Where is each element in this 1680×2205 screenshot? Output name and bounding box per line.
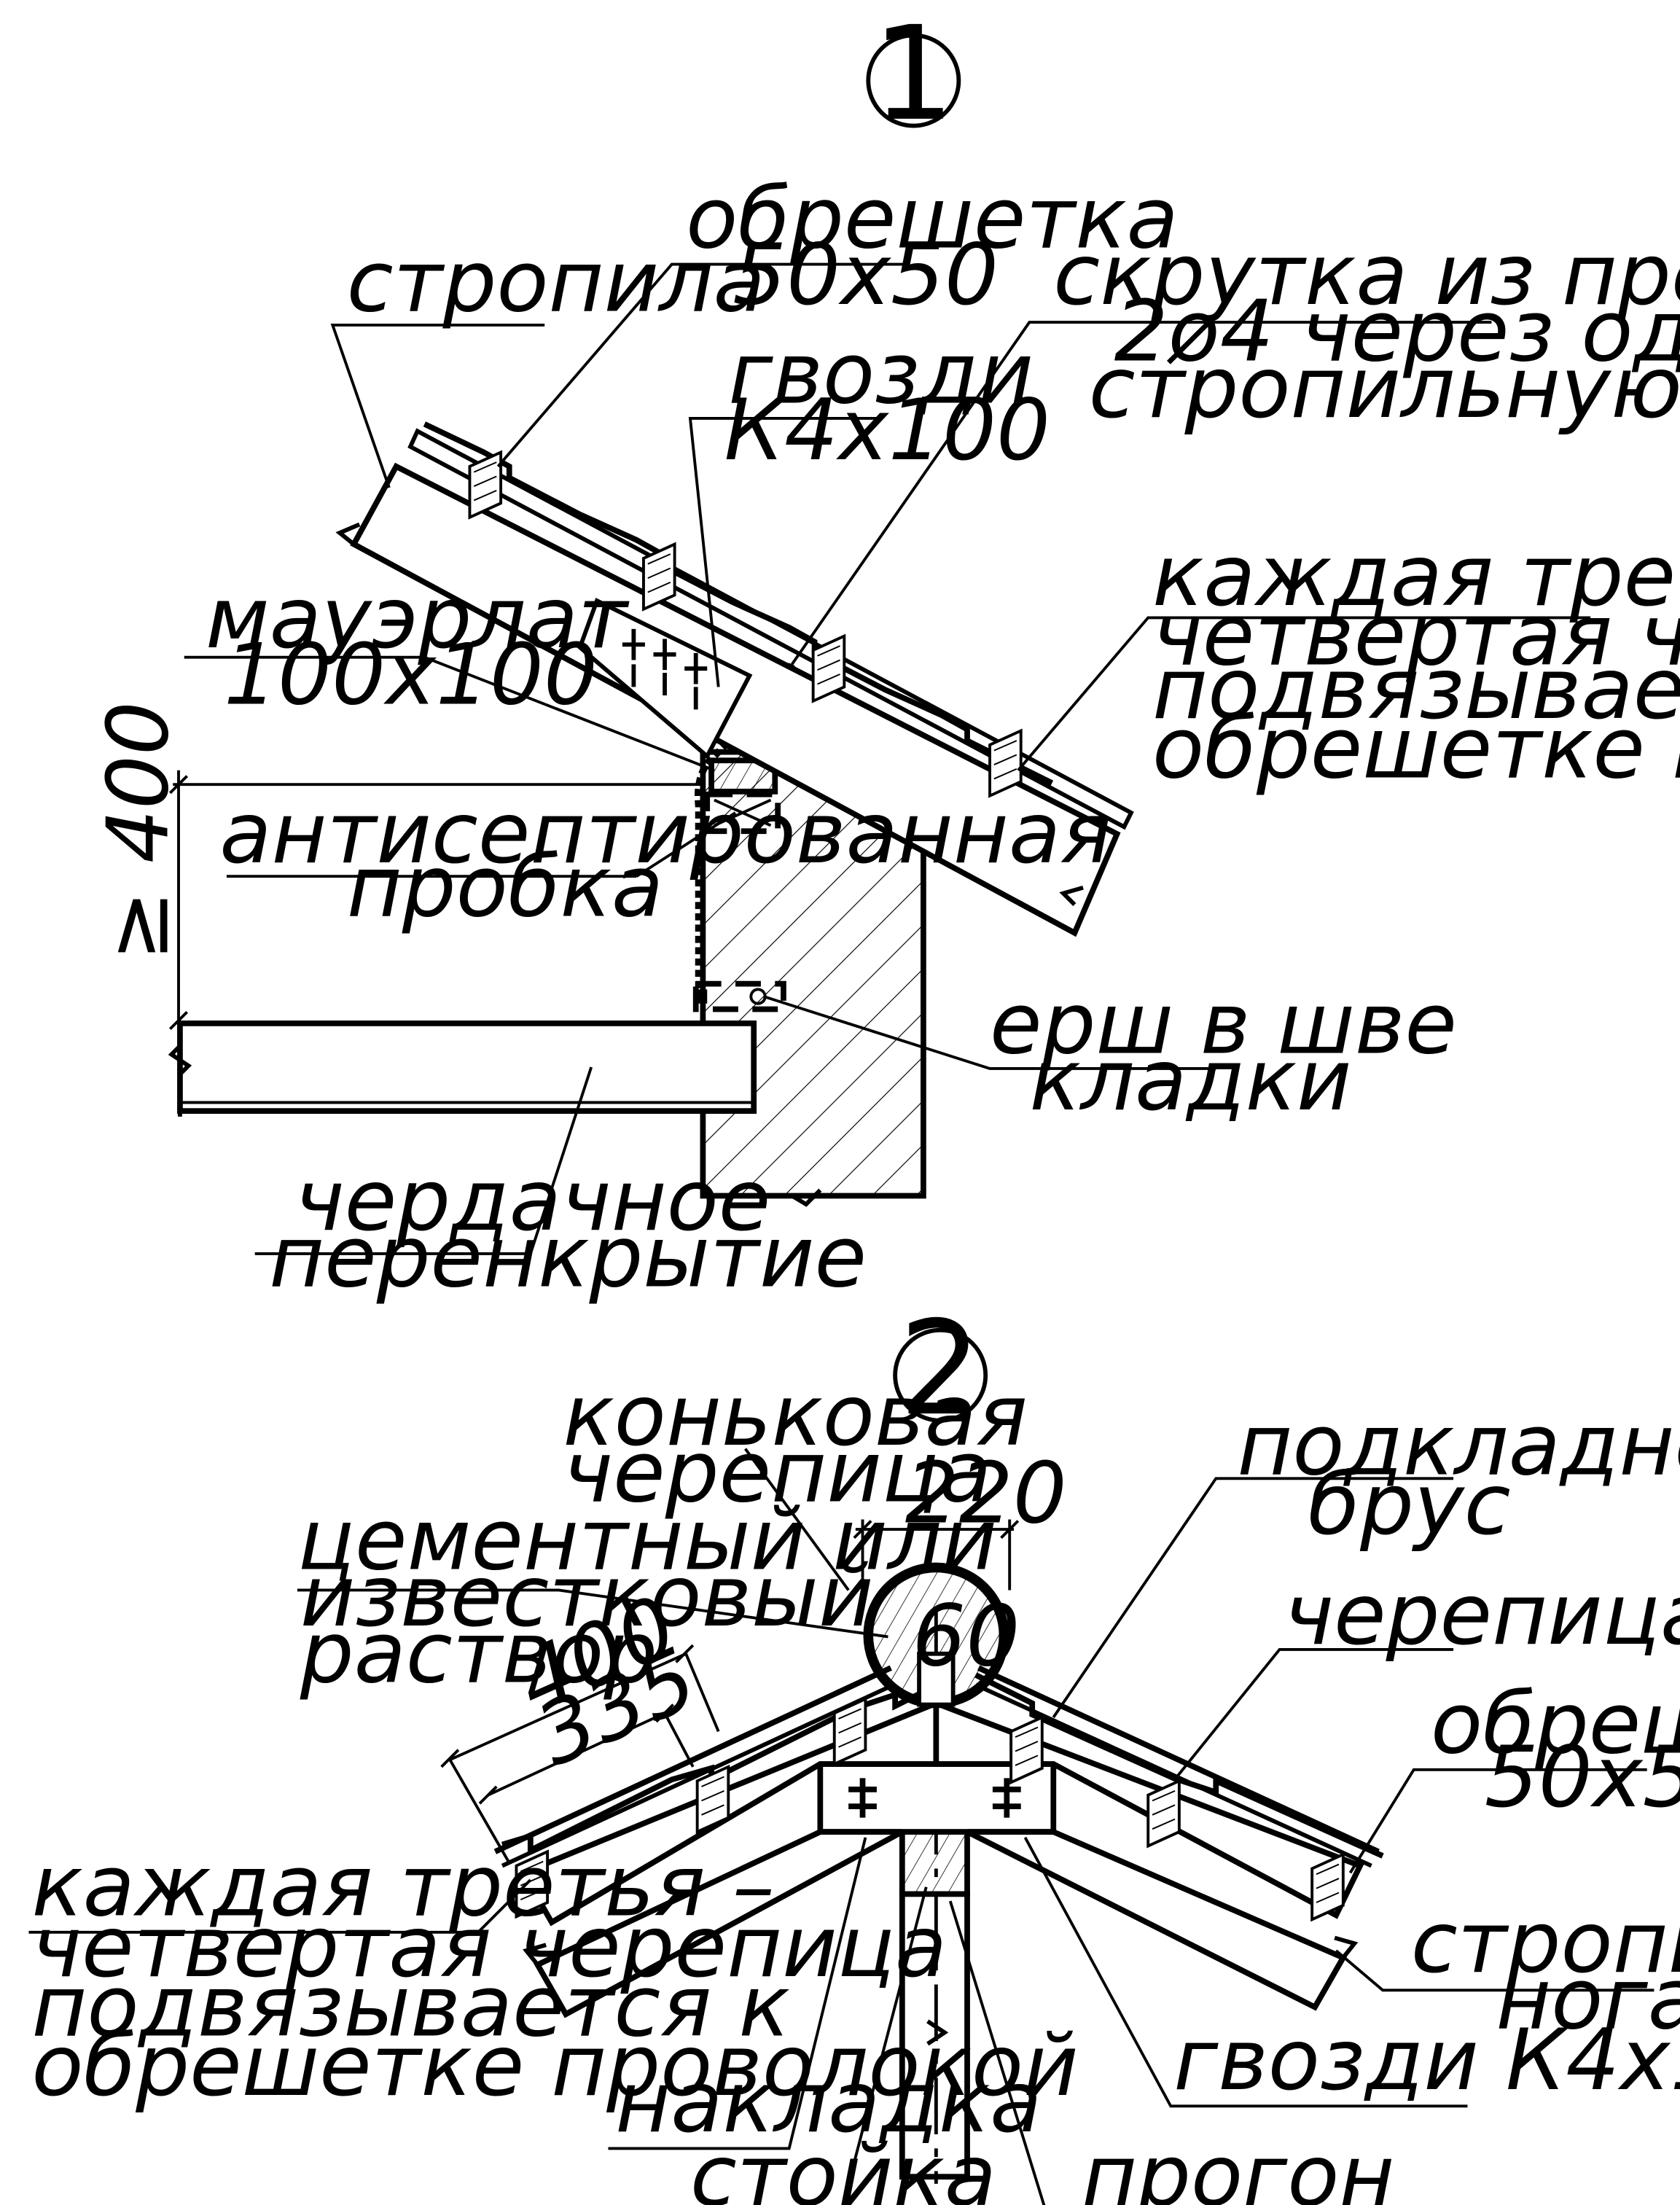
label-obreshetka-1b: 50х50 <box>732 226 999 324</box>
label-every-third-1a: каждая третья – <box>1152 527 1680 625</box>
label-rafter-a: стропильная <box>1411 1894 1680 1992</box>
label-every-third-2b: четвертая черепица <box>31 1898 947 1997</box>
label-nails-1b: К4х100 <box>724 381 1050 480</box>
label-every-third-1d: обрешетке проволокой <box>1152 700 1680 798</box>
label-stropila: стропила <box>347 233 765 332</box>
overlay-beam <box>817 1761 1057 1835</box>
dim-220: 220 <box>853 1444 1067 1591</box>
label-mortar-b: известковый <box>300 1548 874 1646</box>
leaders-1 <box>184 262 1591 1255</box>
label-ridge-tile-a: коньковая <box>563 1367 1027 1465</box>
detail-2: 2 <box>28 1293 1680 2205</box>
label-tile: черепица <box>1284 1566 1680 1664</box>
label-every-third-1c: подвязывается к <box>1152 640 1680 738</box>
label-wire-twist-c: стропильную ногу <box>1089 339 1680 437</box>
label-obreshetka-2a: обрешетка <box>1431 1674 1680 1773</box>
label-mortar-c: раствор <box>300 1604 657 1703</box>
detail-2-number-circle <box>893 1327 988 1423</box>
label-plug-a: антисептированная <box>219 784 1111 883</box>
label-nails-1a: гвозди <box>728 325 1034 424</box>
label-every-third-2a: каждая третья – <box>31 1837 775 1935</box>
roof-tiles-left <box>493 1665 953 1919</box>
label-sub-beam-a: подкладной <box>1237 1396 1680 1494</box>
attic-floor-slab <box>168 1020 757 1117</box>
label-mauerlat-b: 100х100 <box>224 626 598 725</box>
roof-tiles-right <box>974 1665 1384 1921</box>
label-plug-b: пробка <box>347 838 663 937</box>
label-sub-beam-b: брус <box>1308 1456 1510 1554</box>
label-every-third-2c: подвязывается к <box>31 1957 789 2056</box>
detail-1-number: 1 <box>872 0 956 150</box>
label-attic-floor-b: перенкрытие <box>269 1209 867 1307</box>
label-purlin: прогон <box>1082 2127 1394 2205</box>
label-ruff-a: ерш в шве <box>990 975 1457 1074</box>
label-attic-floor-a: чердачное <box>294 1152 770 1250</box>
dimension-400: ≥ 400 <box>89 701 703 1031</box>
label-wire-twist-a: скрутка из проволоки <box>1053 226 1680 324</box>
dim-60-text: 60 <box>912 1587 1020 1685</box>
label-ruff-b: кладки <box>1029 1031 1351 1130</box>
label-nails-2: гвозди К4х100 <box>1173 2011 1680 2110</box>
label-post: стойка <box>690 2127 996 2205</box>
label-mauerlat-a: мауэрлат <box>206 569 630 668</box>
dim-220-text: 220 <box>905 1444 1067 1542</box>
detail-2-number: 2 <box>899 1293 982 1445</box>
leaders-2 <box>28 1448 1654 2205</box>
ridge-tile <box>863 1562 1009 1709</box>
label-overlay: накладка <box>615 2053 1042 2152</box>
dim-400-text: ≥ 400 <box>89 701 187 961</box>
label-every-third-1b: четвертая черепица <box>1152 586 1680 684</box>
label-obreshetka-2b: 50х50 <box>1485 1728 1680 1827</box>
label-mortar-a: цементный или <box>297 1491 997 1589</box>
label-every-third-2d: обрешетке проволокой <box>31 2017 1078 2115</box>
detail-1-number-circle <box>866 33 961 128</box>
label-obreshetka-1a: обрешетка <box>686 169 1179 268</box>
roof-tiles-1 <box>407 421 1134 830</box>
label-rafter-b: нога <box>1496 1951 1680 2049</box>
detail-1: 1 <box>89 0 1680 1307</box>
label-wire-twist-b: 2ø4 через одну <box>1114 282 1680 380</box>
label-ridge-tile-b: черепица <box>563 1423 991 1521</box>
rafter-board-nailed <box>577 598 753 760</box>
